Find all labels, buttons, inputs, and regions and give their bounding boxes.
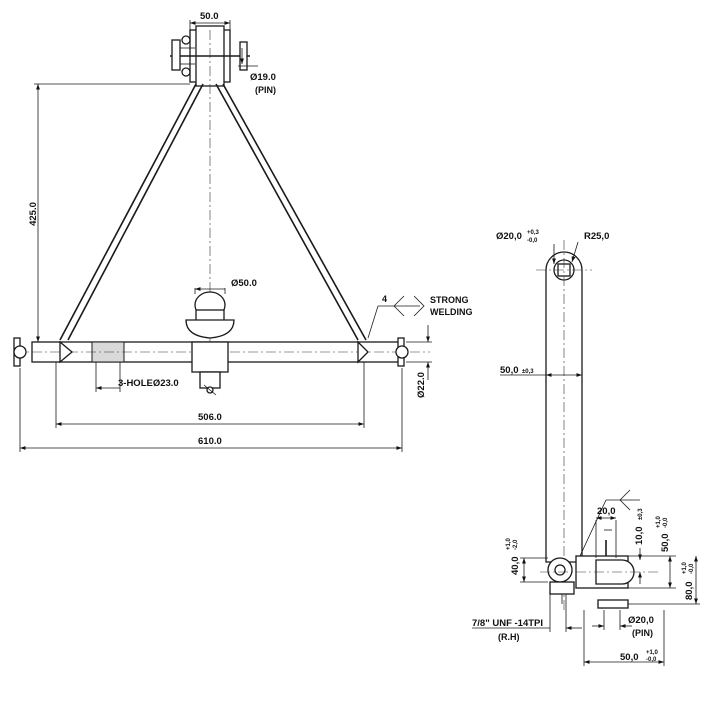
dim-inner-length: 506.0: [55, 362, 365, 428]
dim-slot-width: 20,0: [595, 506, 617, 558]
weld-note-line1: STRONG: [430, 295, 469, 305]
frame-legs: [59, 30, 367, 390]
thread-callout: 7/8" UNF -14TPI (R.H): [472, 594, 582, 642]
pin-label: (PIN): [255, 85, 276, 95]
dim-top-hole: Ø20,0 +0,3 -0,0: [496, 230, 556, 264]
dim-bottom-pin: Ø20,0 (PIN): [592, 610, 654, 638]
dim-clevis-width: 50,0 +1,0 -0,0: [628, 515, 676, 589]
ball-diameter-label: Ø50.0: [231, 278, 257, 289]
clevis-width-tol-upper: +1,0: [656, 515, 662, 528]
top-hole-tol-lower: -0,0: [527, 238, 538, 244]
bar-diameter-label: Ø22.0: [416, 372, 427, 398]
thread-hand-label: (R.H): [498, 632, 520, 642]
bottom-pin-label: Ø20,0: [628, 615, 654, 626]
inner-length-label: 506.0: [198, 412, 222, 423]
slot-depth-label: 10,0: [634, 527, 645, 546]
bar-width-tol: ±0,3: [522, 369, 534, 375]
bottom-width-tol-lower: -0,0: [646, 657, 657, 663]
dim-slot-depth: 10,0 ±0,3: [634, 508, 645, 584]
weld-callout: 4 STRONG WELDING: [367, 294, 473, 339]
height-label: 425.0: [28, 202, 39, 226]
top-width-label: 50.0: [200, 11, 219, 22]
dim-pin-diameter: Ø19.0 (PIN): [238, 48, 276, 95]
arm-body: [536, 240, 592, 610]
thread-label: 7/8" UNF -14TPI: [472, 618, 543, 629]
clevis-width-label: 50,0: [660, 534, 671, 553]
top-hole-label: Ø20,0: [496, 231, 522, 242]
side-arm-view: Ø20,0 +0,3 -0,0 R25,0 50,0 ±0,3 20,0 1: [472, 230, 700, 666]
dim-height: 425.0: [28, 83, 190, 343]
weld-size-label: 4: [382, 294, 387, 304]
dim-bar-diameter: Ø22.0: [406, 325, 432, 398]
pin-height-label: 40,0: [510, 557, 521, 576]
dim-bar-width: 50,0 ±0,3: [500, 365, 582, 377]
ball-hitch: [185, 291, 235, 396]
top-hole-tol-upper: +0,3: [527, 230, 540, 236]
dim-bottom-width: 50,0 +1,0 -0,0: [583, 610, 665, 666]
dim-ball-diameter: Ø50.0: [194, 278, 257, 294]
clevis-height-label: 80,0: [684, 582, 695, 601]
pin-height-tol-upper: +1,0: [506, 537, 512, 550]
dim-top-width: 50.0: [189, 11, 231, 30]
clevis-height-tol-upper: +1,0: [682, 561, 688, 574]
clevis-width-tol-lower: -0,0: [663, 517, 669, 528]
bottom-pin-tag: (PIN): [632, 628, 653, 638]
pin-diameter-label: Ø19.0: [250, 72, 276, 83]
a-frame-view: 50.0 Ø19.0 (PIN): [13, 11, 473, 452]
dim-overall-length: 610.0: [19, 368, 403, 452]
holes-label: 3-HOLEØ23.0: [118, 378, 179, 389]
dim-holes: 3-HOLEØ23.0: [95, 362, 179, 392]
slot-depth-tol: ±0,3: [638, 508, 644, 520]
overall-length-label: 610.0: [198, 436, 222, 447]
dim-radius: R25,0: [571, 231, 609, 263]
bottom-width-tol-upper: +1,0: [646, 650, 659, 656]
arm-weld-symbol: [579, 489, 640, 557]
bar-width-label: 50,0: [500, 365, 519, 376]
radius-label: R25,0: [584, 231, 609, 242]
bottom-width-label: 50,0: [620, 652, 639, 663]
dim-pin-height: 40,0 +1,0 -2,0: [506, 537, 548, 583]
lower-clevis: [540, 529, 660, 609]
weld-note-line2: WELDING: [430, 307, 473, 317]
pin-height-tol-lower: -2,0: [513, 539, 519, 550]
slot-width-label: 20,0: [597, 506, 616, 517]
clevis-height-tol-lower: -0,0: [689, 563, 695, 574]
dim-clevis-height: 80,0 +1,0 -0,0: [628, 556, 700, 605]
